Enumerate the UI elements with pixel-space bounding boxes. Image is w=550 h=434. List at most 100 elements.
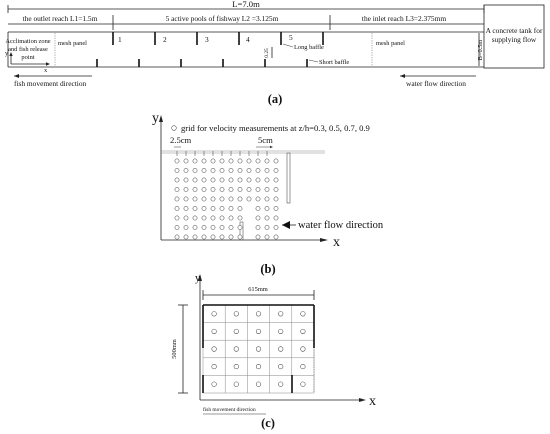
grid-point: [210, 187, 216, 192]
grid-point: [210, 206, 216, 211]
axis-x-label: x: [44, 67, 48, 74]
pool-number-5: 5: [289, 33, 293, 42]
grid-point: [255, 215, 261, 221]
grid-point: [237, 196, 243, 202]
spacing-small-label: 2.5cm: [170, 135, 192, 145]
grid-point: [264, 215, 270, 221]
grid-point: [183, 187, 189, 192]
axis-y-arrowhead: [9, 52, 13, 56]
axis-x-arrowhead: [46, 62, 50, 66]
grid-point: [300, 381, 306, 387]
grid-point: [228, 196, 234, 202]
grid-point: [237, 206, 243, 211]
grid-point: [174, 177, 180, 183]
grid-point: [183, 177, 189, 183]
grid-point: [211, 328, 217, 334]
grid-point: [233, 346, 239, 352]
grid-point: [192, 215, 198, 221]
grid-point: [210, 225, 216, 230]
grid-point: [228, 168, 234, 173]
panel-b-caption: (b): [260, 262, 275, 276]
legend-grid-text: grid for velocity measurements at z/h=0.…: [181, 123, 370, 133]
pool-number-1: 1: [118, 35, 122, 44]
acclimation-line-3: point: [21, 54, 34, 61]
grid-point: [264, 177, 270, 183]
grid-point: [210, 158, 216, 164]
panel-b: y x grid for velocity measurements at z/…: [152, 111, 384, 276]
grid-point: [255, 187, 261, 192]
grid-point: [233, 328, 239, 334]
grid-point: [255, 196, 261, 202]
grid-point: [255, 158, 261, 164]
grid-point: [255, 206, 261, 211]
pool-number-3: 3: [205, 35, 209, 44]
grid-point: [246, 158, 252, 164]
grid-point: [183, 206, 189, 211]
grid-point: [246, 168, 252, 173]
tank-label-line-2: supplying flow: [492, 35, 537, 44]
flow-arrowhead: [282, 221, 290, 229]
measurement-grid: [174, 158, 279, 240]
grid-point: [237, 187, 243, 192]
grid-point: [233, 381, 239, 387]
axis-y-label: y: [5, 50, 9, 57]
panel-b-axis-x-label: x: [333, 235, 340, 250]
inlet-reach-label: the inlet reach L3=2.375mm: [362, 14, 446, 23]
grid-point: [278, 328, 284, 334]
panel-b-axis-x-arrowhead: [320, 238, 328, 242]
grid-point: [192, 206, 198, 211]
grid-point: [219, 225, 225, 230]
grid-point: [174, 215, 180, 221]
grid-point: [237, 177, 243, 183]
grid-point: [201, 196, 207, 202]
grid-point: [192, 168, 198, 173]
grid-point: [174, 158, 180, 164]
grid-point: [264, 196, 270, 202]
grid-point: [201, 225, 207, 230]
grid-point: [211, 311, 217, 317]
grid-point: [300, 364, 306, 370]
water-direction-label: water flow direction: [406, 79, 466, 88]
grid-point: [210, 215, 216, 221]
grid-point: [192, 225, 198, 230]
grid-point: [174, 234, 180, 240]
grid-point: [278, 311, 284, 317]
grid-point: [174, 168, 180, 173]
grid-point: [273, 215, 279, 221]
long-baffle-leader: [282, 43, 294, 48]
grid-point: [192, 234, 198, 240]
spacing-large-arrowhead: [270, 145, 273, 149]
grid-point: [228, 215, 234, 221]
grid-point: [237, 168, 243, 173]
grid-point: [264, 168, 270, 173]
grid-point: [237, 215, 243, 221]
spacing-large-label: 5cm: [258, 135, 273, 145]
grid-point: [278, 346, 284, 352]
pool-number-2: 2: [163, 35, 167, 44]
fish-direction-arrowhead: [14, 74, 19, 78]
grid-point: [219, 215, 225, 221]
grid-point: [255, 328, 262, 334]
grid-point: [228, 177, 234, 183]
grid-point: [219, 206, 225, 211]
panel-b-axis-y-arrowhead: [159, 115, 163, 122]
panel-c-fish-direction-label: fish movement direction: [203, 406, 256, 413]
grid-point: [183, 168, 189, 173]
grid-point: [255, 177, 261, 183]
grid-point: [192, 196, 198, 202]
grid-point: [273, 177, 279, 183]
grid-point: [201, 234, 207, 240]
grid-point: [237, 234, 243, 240]
grid-point: [219, 234, 225, 240]
fish-direction-label: fish movement direction: [14, 79, 87, 88]
grid-point: [174, 225, 180, 230]
grid-point: [255, 225, 261, 230]
panel-a: L=7.0m the outlet reach L1=1.5m 5 active…: [5, 0, 545, 106]
grid-point: [210, 196, 216, 202]
mesh-panel-left-label: mesh panel: [58, 40, 87, 47]
pool-number-4: 4: [246, 35, 250, 44]
grid-point: [183, 196, 189, 202]
grid-point: [300, 328, 306, 334]
grid-point: [300, 311, 306, 317]
